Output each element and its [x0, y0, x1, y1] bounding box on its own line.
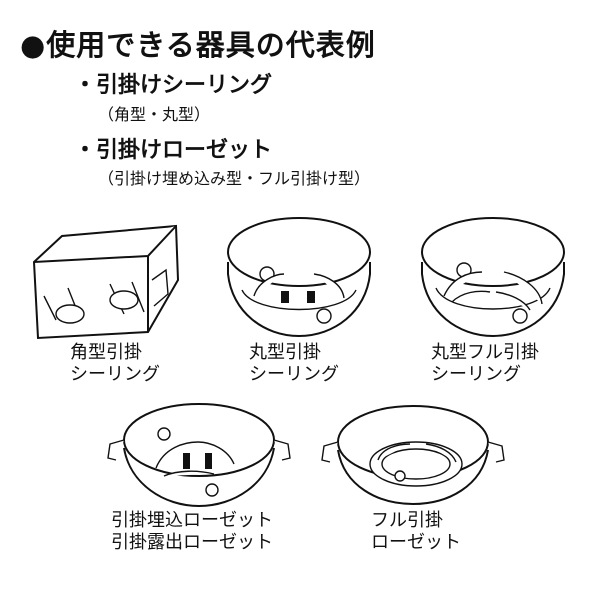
full-hook-rosette-illustration — [321, 405, 505, 506]
note-rosette-types: （引掛け埋め込み型・フル引掛け型） — [98, 169, 371, 188]
fixture-label-full-hook-rosette: フル引掛 ローゼット — [371, 510, 461, 553]
fixture-label-square-ceiling: 角型引掛 シーリング — [70, 342, 160, 385]
fixture-label-round-ceiling: 丸型引掛 シーリング — [249, 342, 339, 385]
hook-rosette-illustration — [107, 403, 291, 508]
bullet-hikkake-ceiling: ・引掛けシーリング — [74, 73, 273, 98]
bullet-hikkake-rosette: ・引掛けローゼット — [74, 138, 273, 163]
round-ceiling-illustration — [227, 217, 371, 338]
fixture-label-hook-rosette: 引掛埋込ローゼット 引掛露出ローゼット — [111, 510, 273, 553]
round-full-hook-ceiling-illustration — [421, 217, 565, 338]
page-title: ●使用できる器具の代表例 — [20, 28, 376, 62]
square-ceiling-illustration — [32, 224, 180, 340]
note-ceiling-types: （角型・丸型） — [98, 105, 211, 124]
fixture-label-round-full-hook-ceiling: 丸型フル引掛 シーリング — [431, 342, 539, 385]
